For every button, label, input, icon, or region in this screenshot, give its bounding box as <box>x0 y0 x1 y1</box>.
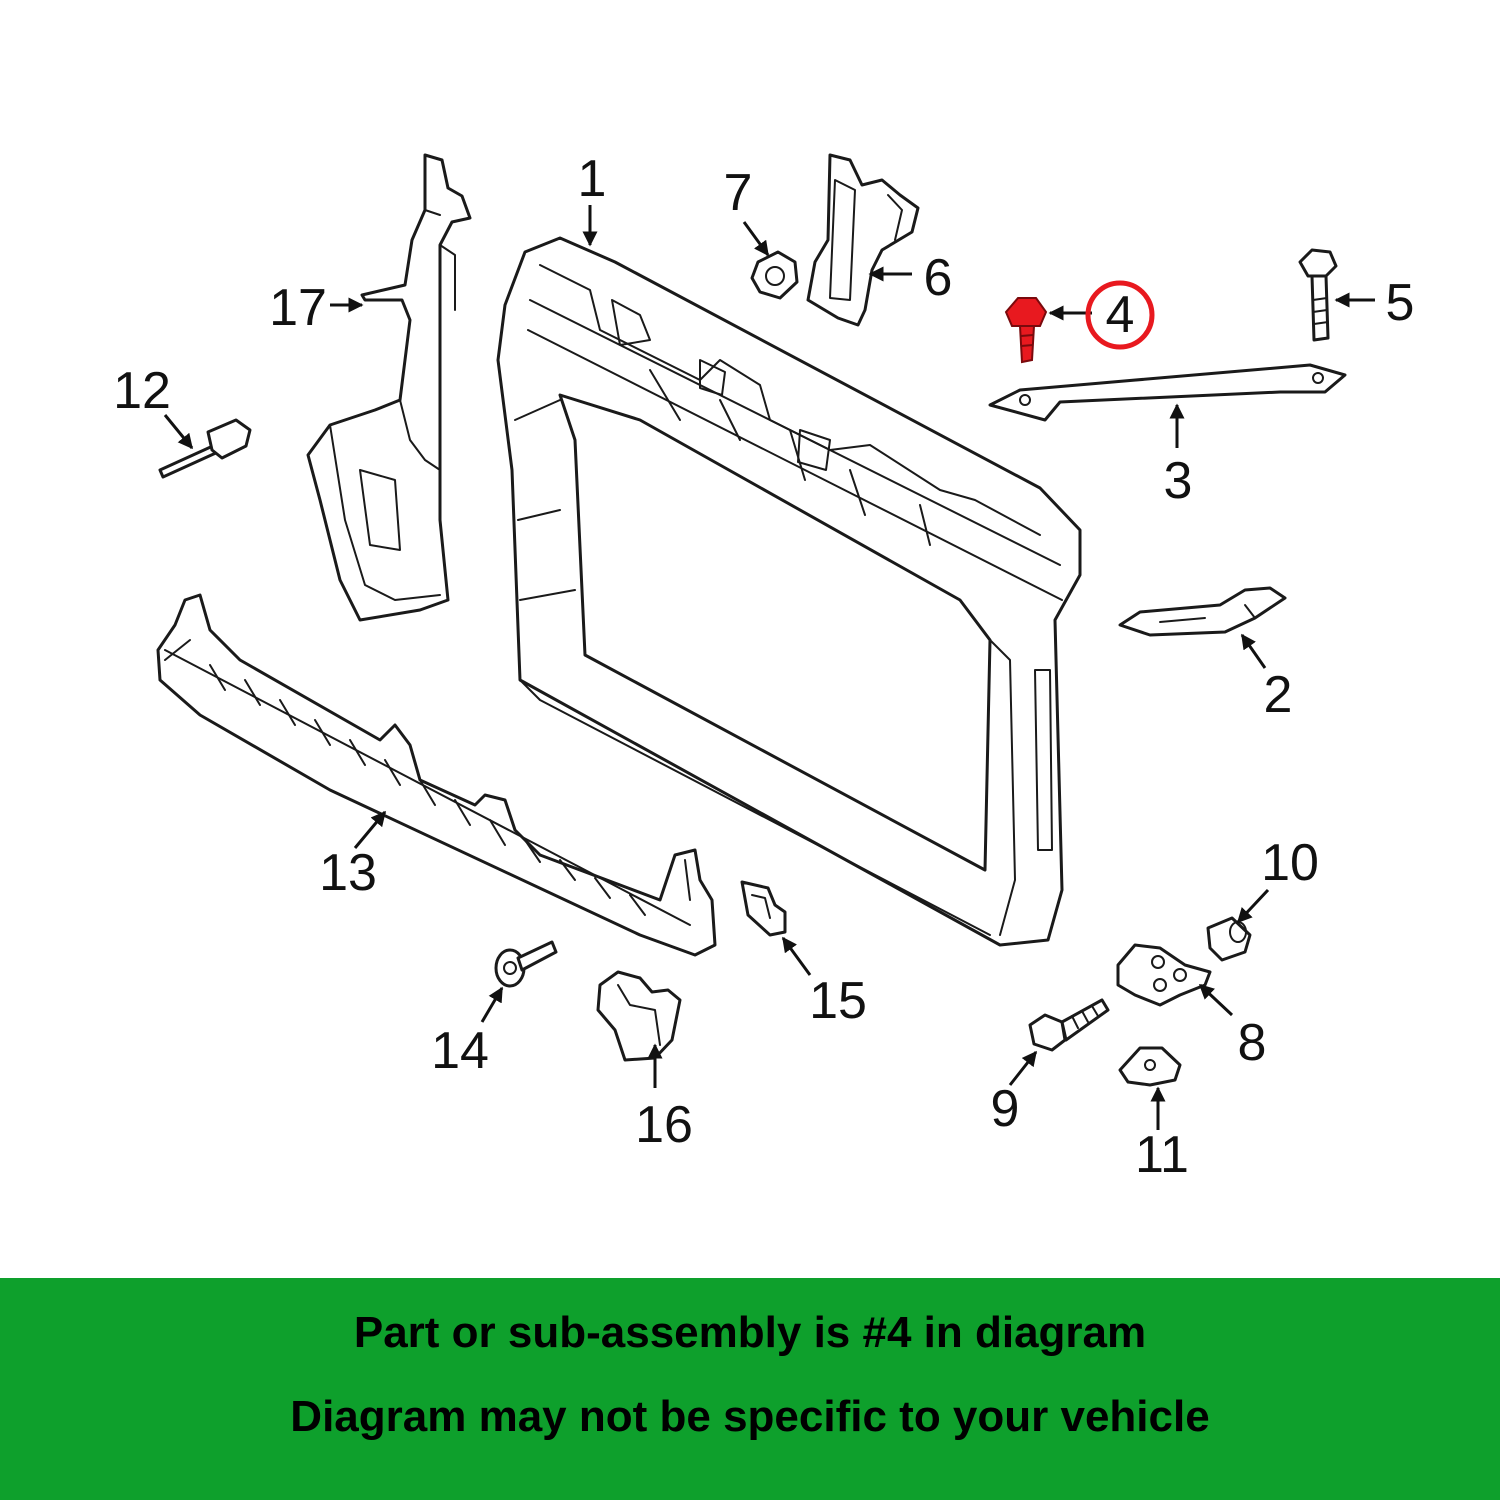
leader-8 <box>1198 983 1234 1017</box>
callout-13: 13 <box>319 844 377 902</box>
callout-16: 16 <box>635 1096 693 1154</box>
clip-15 <box>740 880 787 937</box>
brace-bar-3 <box>988 363 1347 422</box>
callout-4: 4 <box>1106 286 1135 344</box>
callout-17: 17 <box>269 279 327 337</box>
callout-15: 15 <box>809 972 867 1030</box>
info-banner <box>0 1278 1500 1500</box>
callout-2: 2 <box>1264 666 1293 724</box>
leader-14 <box>480 986 504 1023</box>
clip-nut-11 <box>1118 1046 1182 1087</box>
callout-3: 3 <box>1164 452 1193 510</box>
bracket-2 <box>1118 586 1287 637</box>
callout-12: 12 <box>113 362 171 420</box>
banner-part-notice: Part or sub-assembly is #4 in diagram <box>353 1308 1147 1357</box>
leader-12 <box>163 414 194 450</box>
banner-disclaimer: Diagram may not be specific to your vehi… <box>290 1392 1210 1441</box>
deflector-bracket-16 <box>596 970 682 1062</box>
callout-7: 7 <box>724 164 753 222</box>
leader-13 <box>353 810 387 849</box>
leader-2 <box>1240 633 1267 669</box>
bolt-4-highlighted <box>1004 297 1048 364</box>
leader-7 <box>742 221 770 257</box>
air-deflector-vertical <box>306 153 472 622</box>
radiator-support-frame <box>496 236 1082 947</box>
callout-labels: 1 2 3 4 5 6 7 8 9 10 11 12 13 14 15 16 1… <box>113 150 1414 1184</box>
mounting-bracket-6 <box>806 153 920 327</box>
leader-10 <box>1236 888 1270 924</box>
push-pin-12 <box>158 418 252 479</box>
lower-air-deflector <box>156 593 717 957</box>
rivet-nut-10 <box>1206 916 1252 962</box>
exploded-parts-diagram: 1 2 3 4 5 6 7 8 9 10 11 12 13 14 15 16 1… <box>113 150 1414 1184</box>
leader-9 <box>1008 1050 1038 1086</box>
bolt-5 <box>1298 248 1338 342</box>
highlight-circle <box>1085 280 1155 350</box>
leader-arrows <box>163 205 1375 1130</box>
callout-6: 6 <box>924 249 953 307</box>
callout-5: 5 <box>1386 274 1415 332</box>
callout-11: 11 <box>1135 1126 1189 1184</box>
bolt-14 <box>494 940 558 988</box>
nut-7 <box>750 250 799 300</box>
callout-8: 8 <box>1238 1014 1267 1072</box>
leader-15 <box>781 936 812 976</box>
callout-14: 14 <box>431 1022 489 1080</box>
callout-1: 1 <box>578 150 607 208</box>
callout-9: 9 <box>991 1080 1020 1138</box>
plate-8 <box>1116 943 1212 1007</box>
callout-10: 10 <box>1261 834 1319 892</box>
screw-9 <box>1028 998 1110 1052</box>
